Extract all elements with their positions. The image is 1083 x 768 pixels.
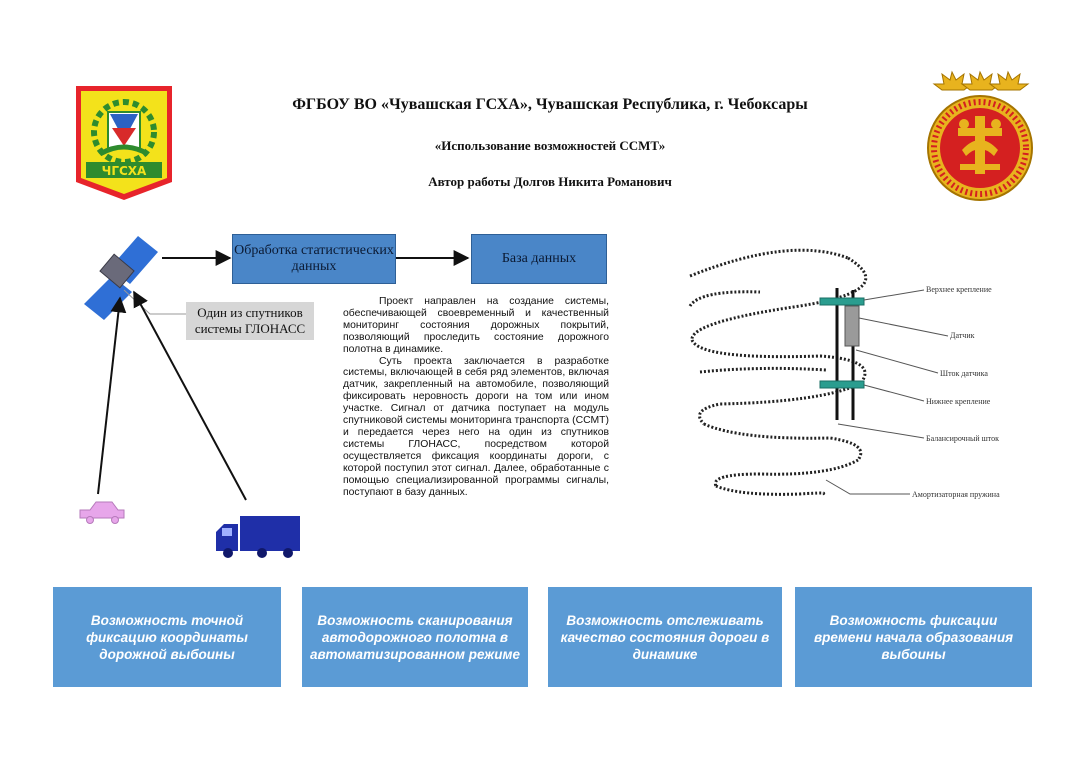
database-box: База данных: [471, 234, 607, 284]
project-topic: «Использование возможностей ССМТ»: [434, 138, 666, 153]
feature-box-1: Возможность точной фиксацию координаты д…: [53, 587, 281, 687]
arrow-truck-to-satellite: [133, 290, 247, 501]
organization-title: ФГБОУ ВО «Чувашская ГСХА», Чувашская Рес…: [292, 96, 808, 113]
bottom-mount: [819, 380, 865, 389]
car-icon: [79, 501, 125, 524]
truck-icon: [216, 516, 300, 558]
feature-box-2: Возможность сканирования автодорожного п…: [302, 587, 528, 687]
logo-text: ЧГСХА: [102, 164, 147, 178]
spring-icon: [688, 248, 868, 496]
label-sensor: Датчик: [950, 331, 975, 340]
description-paragraph-2: Суть проекта заключается в разработке си…: [343, 355, 609, 498]
processing-box: Обработка статистических данных: [232, 234, 396, 284]
project-description: Проект направлен на создание системы, об…: [343, 296, 609, 498]
author-line: Автор работы Долгов Никита Романович: [428, 174, 672, 189]
chuvash-emblem: [927, 70, 1033, 201]
satellite-label: Один из спутников системы ГЛОНАСС: [186, 302, 314, 340]
label-sensor-rod: Шток датчика: [940, 369, 988, 378]
academy-logo: ЧГСХА: [76, 86, 172, 200]
feature-box-3: Возможность отслеживать качество состоян…: [548, 587, 782, 687]
label-top-mount: Верхнее крепление: [926, 285, 992, 294]
label-spring: Амортизаторная пружина: [912, 490, 1000, 499]
label-bottom-mount: Нижнее крепление: [926, 397, 991, 406]
satellite-label-pointer: [123, 289, 186, 315]
label-pointers: [825, 289, 949, 495]
top-mount: [819, 297, 865, 306]
satellite-icon: [84, 236, 158, 320]
feature-box-4: Возможность фиксации времени начала обра…: [795, 587, 1032, 687]
label-balance-rod: Балансирочный шток: [926, 434, 1000, 443]
sensor-body: [844, 305, 860, 347]
arrow-car-to-satellite: [97, 296, 127, 495]
description-paragraph-1: Проект направлен на создание системы, об…: [343, 296, 609, 355]
